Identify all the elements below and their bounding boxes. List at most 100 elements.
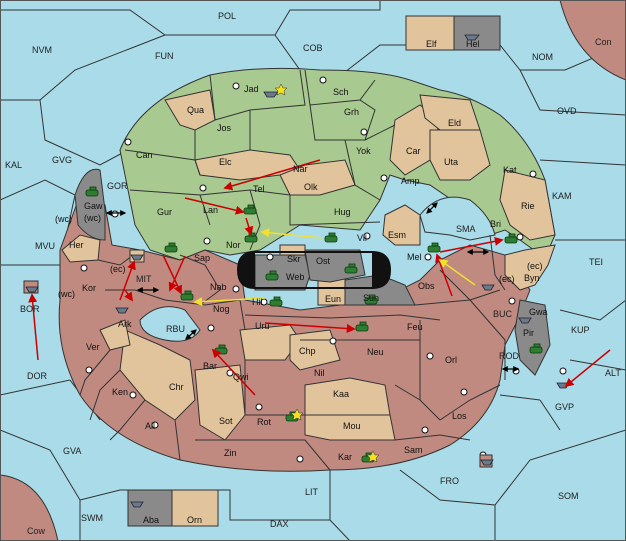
province-label: Elc [219, 157, 232, 167]
province-label: (ec) [527, 261, 543, 271]
fleet-unit [481, 284, 495, 291]
province-label: (wc) [58, 289, 75, 299]
province-label: Grh [344, 107, 359, 117]
fleet-unit [115, 307, 129, 314]
province-label: Hil [252, 297, 263, 307]
province-label: Byn [524, 273, 540, 283]
supply-center [529, 170, 537, 178]
passage-arrow [426, 202, 438, 214]
province-label: Gwa [529, 307, 548, 317]
move-arrow [168, 255, 186, 292]
province-label: Mel [407, 252, 422, 262]
supply-center [363, 232, 371, 240]
supply-center [516, 233, 524, 241]
province-label: Ver [86, 342, 100, 352]
fleet-unit [25, 286, 39, 293]
neutral-provinces [61, 89, 556, 441]
province-label: Ail [145, 421, 155, 431]
province-label: Vil [357, 233, 367, 243]
supply-center [380, 174, 388, 182]
move-arrow [439, 236, 504, 253]
province-label: NOM [532, 52, 553, 62]
supply-center [296, 455, 304, 463]
supply-center [329, 337, 337, 345]
move-arrow [184, 197, 245, 215]
land-aba [127, 489, 173, 527]
province-label: GVP [555, 402, 574, 412]
province-label: Uta [444, 157, 458, 167]
province-label: Esm [388, 230, 406, 240]
province-label: Nog [213, 304, 230, 314]
province-label: Obs [418, 281, 435, 291]
province-label: Aba [143, 515, 159, 525]
supply-center [232, 82, 240, 90]
province-label: FUN [155, 51, 174, 61]
province-label: MVU [35, 241, 55, 251]
province-label: Pir [523, 328, 534, 338]
support-orders [193, 228, 476, 307]
green-armies [85, 186, 543, 463]
supply-center [85, 366, 93, 374]
province-label: Kaa [333, 389, 349, 399]
land-hel [453, 15, 501, 51]
province-label: RBU [166, 324, 185, 334]
province-label: MIT [136, 274, 152, 284]
supply-center [111, 210, 119, 218]
province-label: Amp [401, 176, 420, 186]
province-label: GOR [107, 181, 128, 191]
supply-centers [80, 76, 567, 463]
province-label: (ec) [110, 264, 126, 274]
province-label: BUC [493, 309, 513, 319]
supply-center [421, 426, 429, 434]
fleet-unit [518, 317, 532, 324]
province-label: SMA [456, 224, 476, 234]
province-label: Cow [27, 526, 46, 536]
province-label: Ark [118, 319, 132, 329]
supply-center [199, 184, 207, 192]
move-arrow [124, 289, 134, 302]
land-orn [171, 489, 219, 527]
province-label: Bar [203, 361, 217, 371]
province-label: Los [452, 411, 467, 421]
province-label: Eld [448, 118, 461, 128]
province-label: Rot [257, 417, 272, 427]
army-unit [427, 242, 441, 253]
move-arrow [564, 349, 611, 388]
province-label: Ost [316, 256, 331, 266]
province-label: Nil [314, 368, 325, 378]
fleet-unit [130, 501, 144, 508]
province-label: DOR [27, 371, 48, 381]
province-label: Zin [224, 448, 237, 458]
central-black-cap-left [238, 252, 255, 288]
province-label: Mou [343, 421, 361, 431]
province-label: SOM [558, 491, 579, 501]
province-label: Car [406, 146, 421, 156]
province-label: Nar [293, 164, 308, 174]
province-label: Neu [367, 347, 384, 357]
province-label: FRO [440, 476, 459, 486]
supply-center [319, 76, 327, 84]
province-label: Olk [304, 182, 318, 192]
province-label: Sun [363, 293, 379, 303]
supply-center [266, 253, 274, 261]
province-label: Her [69, 240, 84, 250]
army-unit [265, 270, 279, 281]
support-arrow [260, 228, 323, 239]
province-label: OVD [557, 106, 577, 116]
province-label: Nab [210, 282, 227, 292]
supply-center [226, 369, 234, 377]
fleet-unit [480, 459, 494, 466]
capital-stars [274, 83, 380, 463]
province-label: Sch [333, 87, 349, 97]
fleet-unit [263, 91, 279, 98]
province-label: Sam [404, 445, 423, 455]
army-unit [504, 233, 518, 244]
army-unit [364, 294, 378, 305]
move-arrow [119, 260, 136, 301]
province-label: Jad [244, 84, 259, 94]
province-label: NVM [32, 45, 52, 55]
fleet-unit [464, 34, 480, 41]
army-unit [344, 263, 358, 274]
